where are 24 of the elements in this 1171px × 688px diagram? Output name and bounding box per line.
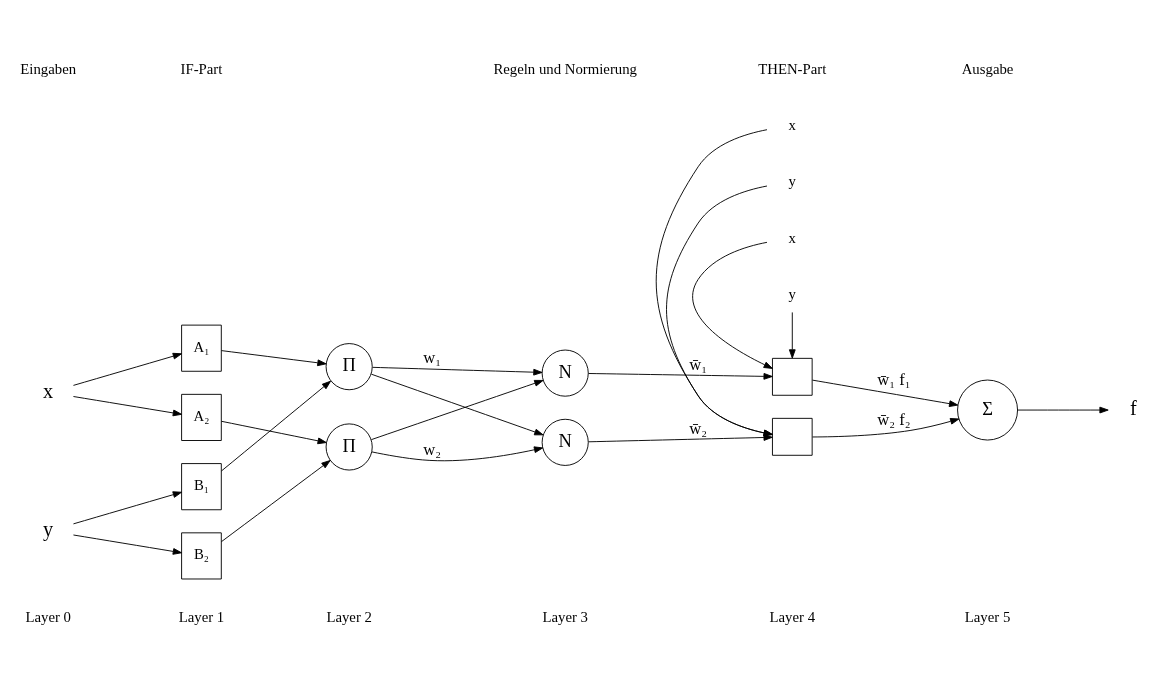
node-text: y: [43, 517, 54, 540]
edge-label: w̄₂: [689, 418, 708, 437]
edge-label: w₁: [423, 347, 442, 367]
label: Layer 2: [326, 608, 372, 625]
node-text: y: [788, 285, 796, 302]
label: Regeln und Normierung: [493, 60, 637, 77]
label: Layer 0: [25, 608, 71, 625]
node-text: f: [1130, 396, 1137, 419]
edge-label: w₂: [423, 439, 442, 459]
label: Layer 1: [178, 608, 225, 625]
label: IF-Part: [180, 60, 223, 77]
node-text: x: [43, 379, 54, 402]
node-text: x: [788, 116, 796, 133]
label: Layer 3: [542, 608, 588, 625]
edge-label: w̄₁: [689, 354, 708, 374]
label: Layer 4: [769, 608, 816, 625]
edge-label: w̄₂ f₂: [877, 409, 911, 429]
label: THEN-Part: [758, 60, 827, 77]
label: Eingaben: [20, 60, 77, 77]
label: Ausgabe: [961, 60, 1014, 77]
edge-label: w̄₁ f₁: [877, 369, 911, 389]
node-text: x: [788, 229, 796, 246]
node-text: y: [788, 172, 796, 189]
label: Layer 5: [964, 608, 1011, 625]
